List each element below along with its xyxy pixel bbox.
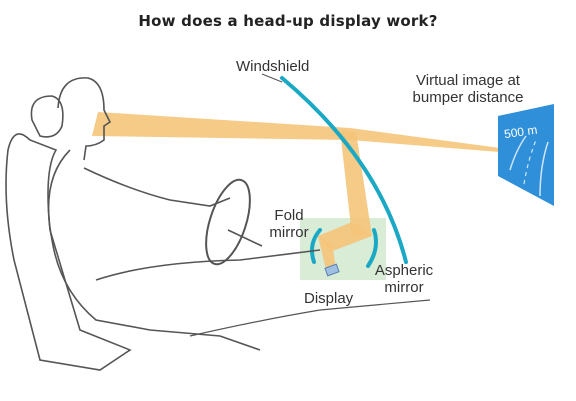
windshield <box>280 76 408 264</box>
page-title: How does a head-up display work? <box>138 12 438 30</box>
light-beam-reflection <box>340 130 372 236</box>
aspheric-mirror <box>366 228 378 268</box>
dashboard-outline <box>189 299 431 337</box>
driver-arm <box>83 167 231 207</box>
driver-torso <box>47 149 261 351</box>
virtual-image-panel <box>498 104 554 206</box>
display-label: Display <box>304 290 354 307</box>
virtual-image-label-line2: bumper distance <box>412 89 524 106</box>
fold-mirror <box>310 228 322 264</box>
steering-wheel <box>205 178 251 266</box>
headrest-outline <box>30 95 64 138</box>
windshield-label: Windshield <box>236 58 310 75</box>
seat-outline <box>5 133 132 371</box>
road-right-edge <box>539 141 549 197</box>
steering-column <box>227 229 263 247</box>
virtual-image-label-line1: Virtual image at <box>416 72 520 89</box>
fold-mirror-label-line2: mirror <box>269 224 309 241</box>
road-left-edge <box>509 135 527 171</box>
fold-mirror-label: Fold mirror <box>262 207 316 241</box>
fold-mirror-label-line1: Fold <box>274 207 304 224</box>
distance-readout: 500 m <box>503 123 538 142</box>
aspheric-mirror-label-line1: Aspheric <box>374 262 434 279</box>
virtual-image-label: Virtual image at bumper distance <box>398 72 538 106</box>
driver-leg <box>95 249 321 281</box>
display-element <box>324 263 340 277</box>
aspheric-mirror-label-line2: mirror <box>384 279 424 296</box>
light-beam-sightline <box>92 112 500 152</box>
windshield-pointer <box>261 73 283 83</box>
aspheric-mirror-label: Aspheric mirror <box>368 262 440 296</box>
light-beam-display <box>318 236 336 270</box>
road-center-line <box>523 139 537 185</box>
driver-head <box>57 77 112 161</box>
